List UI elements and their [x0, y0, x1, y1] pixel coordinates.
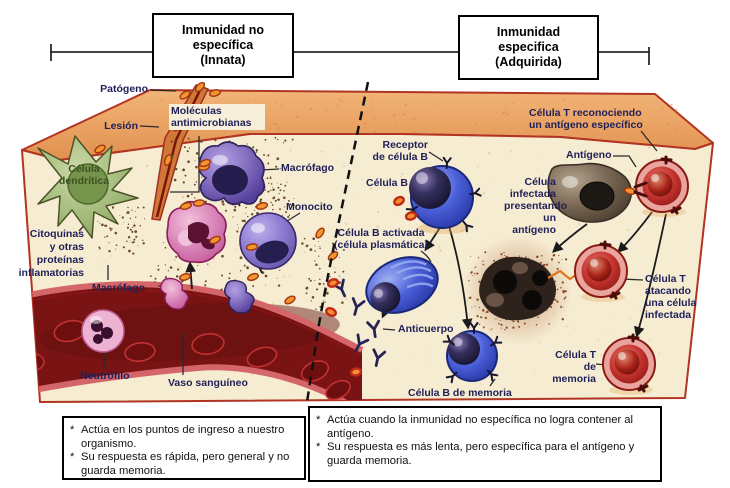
acquired-note-2: * Su respuesta es más lenta, pero especí…	[316, 441, 635, 467]
label-t-cell-attacking: Célula T atacando una célula infectada	[645, 273, 697, 321]
acquired-note-1: * Actúa cuando la inmunidad no específic…	[316, 414, 633, 440]
label-antimicrobial-molecules: Moléculas antimicrobianas	[169, 104, 265, 130]
label-blood-vessel: Vaso sanguíneo	[168, 377, 248, 389]
label-macrophage-bottom: Macrófago	[92, 282, 146, 294]
neutrophil-cell	[81, 309, 125, 353]
infected-cell	[547, 162, 637, 223]
bullet: *	[70, 451, 75, 463]
dendritic-cell	[37, 135, 139, 239]
header-acquired-immunity: Inmunidad especifica (Adquirida)	[458, 15, 599, 80]
innate-acquired-divider	[305, 81, 370, 403]
diapedesis-monocyte-cell	[223, 279, 255, 314]
label-pathogen: Patógeno	[100, 83, 148, 95]
acquired-notes-box: * Actúa cuando la inmunidad no específic…	[308, 406, 662, 482]
diapedesis-pink-cell	[159, 277, 189, 310]
dying-infected-cell	[463, 235, 581, 345]
label-b-cell-receptor: Receptor de célula B	[372, 139, 428, 163]
bullet: *	[316, 414, 321, 426]
bullet: *	[316, 441, 321, 453]
label-b-cell: Célula B	[365, 177, 408, 189]
label-lesion: Lesión	[104, 120, 138, 132]
face-texture-1	[43, 141, 660, 253]
label-neutrophil: Neutrófilo	[80, 370, 130, 382]
macrophage-top-cell	[197, 141, 266, 206]
memory-b-cell	[442, 322, 503, 384]
process-arrows	[185, 185, 667, 338]
label-macrophage-top: Macrófago	[281, 162, 335, 174]
plasma-cell	[365, 256, 439, 314]
label-t-cell-recognizing: Célula T reconociendo un antígeno especí…	[529, 107, 643, 131]
t-cell-recognizing	[633, 155, 690, 219]
label-monocyte: Monocito	[286, 201, 333, 213]
innate-note-1: * Actúa en los puntos de ingreso a nuest…	[70, 424, 285, 450]
header-innate-immunity: Inmunidad no específica (Innata)	[152, 13, 294, 78]
label-antigen: Antígeno	[566, 149, 612, 161]
pink-macrophage-cell	[166, 198, 227, 264]
b-cell	[391, 156, 482, 234]
label-activated-b-cell: Célula B activada (célula plasmática)	[334, 227, 428, 251]
innate-notes-box: * Actúa en los puntos de ingreso a nuest…	[62, 416, 306, 480]
bullet: *	[70, 424, 75, 436]
label-memory-t-cell: Célula T de memoria	[552, 349, 596, 385]
label-cytokines: Citoquinas y otras proteínas inflamatori…	[18, 228, 84, 279]
label-memory-b-cell: Célula B de memoria	[408, 387, 512, 399]
label-infected-cell: Célula infectada presentando un antígeno	[504, 176, 568, 236]
innate-note-2: * Su respuesta es rápida, pero general y…	[70, 451, 290, 477]
label-antibody: Anticuerpo	[398, 323, 454, 335]
monocyte-cell	[239, 212, 297, 270]
label-dendritic-cell: Célula dendrítica	[58, 163, 110, 187]
